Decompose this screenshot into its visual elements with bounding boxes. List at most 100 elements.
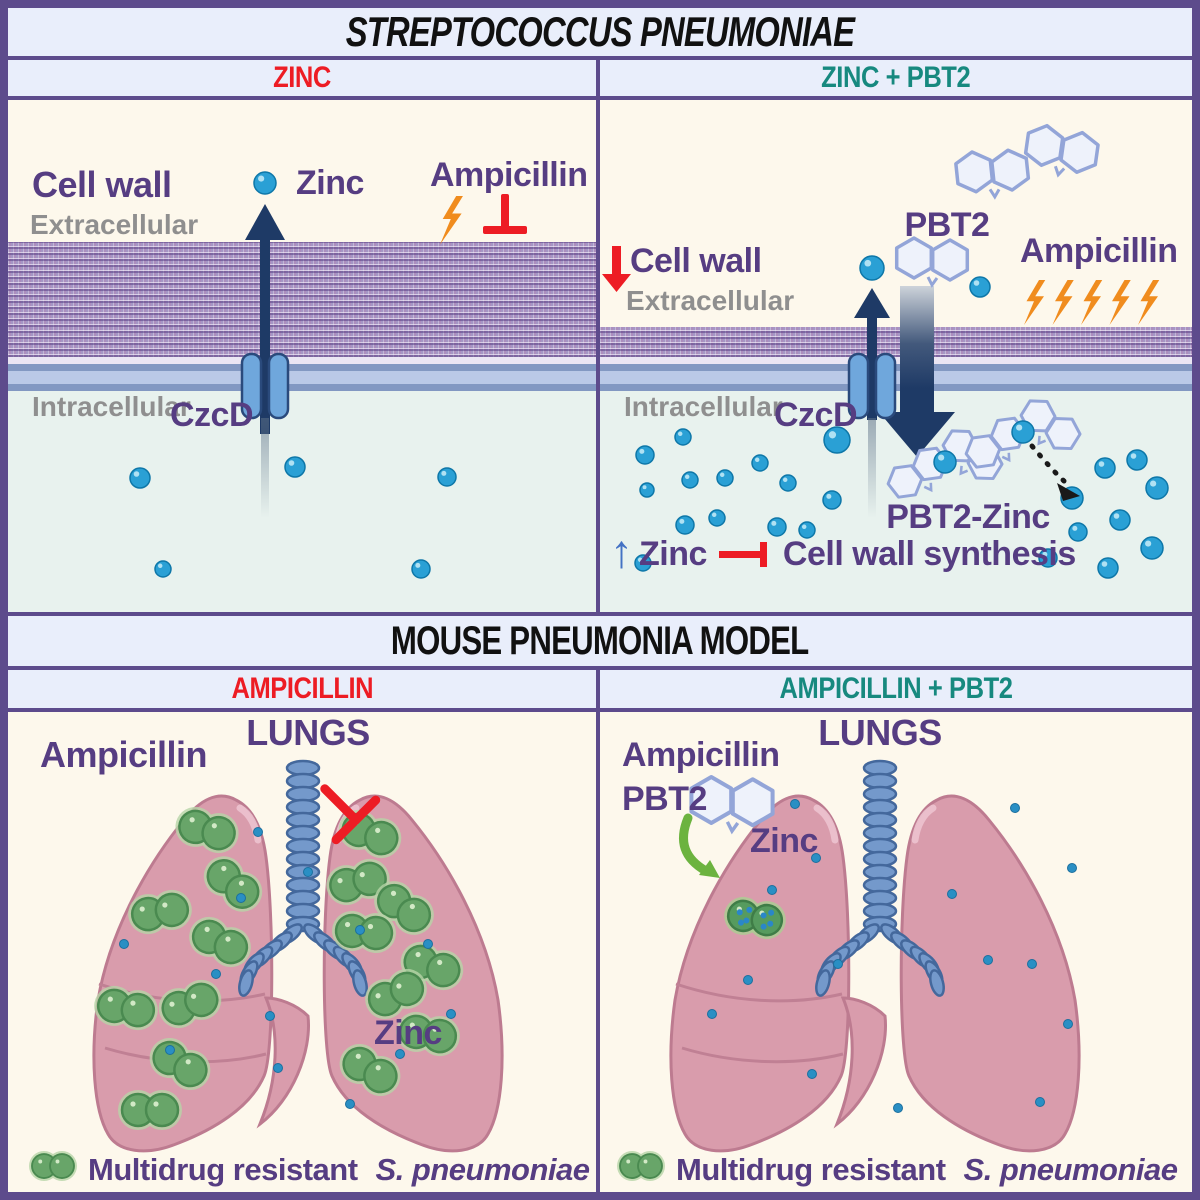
mouse-model-title: MOUSE PNEUMONIA MODEL bbox=[391, 618, 809, 663]
divider bbox=[596, 56, 600, 616]
diplococcus bbox=[128, 889, 192, 935]
inhibition-tee-icon bbox=[718, 541, 767, 567]
ampicillin-label: Ampicillin bbox=[622, 736, 780, 774]
diplococcus bbox=[617, 1151, 665, 1181]
lingula bbox=[256, 996, 311, 1129]
cell-wall-label: Cell wall bbox=[32, 164, 172, 205]
header-zinc-pbt2-label: ZINC + PBT2 bbox=[821, 61, 971, 94]
pbt2-zinc-label: PBT2-Zinc bbox=[886, 498, 1050, 536]
lungs-graphics bbox=[92, 759, 504, 1153]
right-lung bbox=[899, 794, 1081, 1153]
trachea bbox=[815, 759, 945, 997]
cell-wall-label: Cell wall bbox=[630, 242, 762, 280]
zinc-dot bbox=[423, 939, 433, 949]
divider bbox=[8, 96, 1192, 100]
zinc-dot bbox=[265, 1011, 275, 1021]
diplococcus bbox=[94, 985, 158, 1031]
zinc-dot bbox=[790, 799, 800, 809]
left-lung bbox=[92, 794, 274, 1153]
formula-target-label: Cell wall synthesis bbox=[782, 534, 1076, 573]
intracellular-label: Intracellular bbox=[624, 391, 783, 422]
zinc-dot bbox=[743, 975, 753, 985]
diplococcus bbox=[175, 806, 239, 854]
divider bbox=[596, 666, 600, 1192]
zinc-dot bbox=[707, 1009, 717, 1019]
thin-cell-wall-band bbox=[600, 327, 1192, 357]
zinc-dot bbox=[236, 893, 246, 903]
zinc-dot bbox=[303, 867, 313, 877]
lungs-label: LUNGS bbox=[246, 712, 370, 753]
zinc-dot bbox=[1010, 803, 1020, 813]
diplococcus bbox=[374, 881, 434, 935]
zinc-dot bbox=[983, 955, 993, 965]
legend-species: S. pneumoniae bbox=[963, 1152, 1178, 1187]
pbt2-label: PBT2 bbox=[904, 206, 990, 244]
diplococcus bbox=[118, 1090, 182, 1130]
diplococcus bbox=[149, 1038, 211, 1090]
zinc-dot bbox=[1035, 1097, 1045, 1107]
zinc-label: Zinc bbox=[750, 822, 818, 860]
zinc-dot bbox=[807, 1069, 817, 1079]
panel-zinc-pbt2: Cell wall Extracellular PBT2 Ampicillin … bbox=[600, 100, 1192, 612]
cell-wall-band bbox=[8, 242, 596, 357]
zinc-dot bbox=[1063, 1019, 1073, 1029]
header-ampicillin: AMPICILLIN bbox=[8, 670, 596, 708]
zinc-label: Zinc bbox=[374, 1014, 442, 1052]
page-title: STREPTOCOCCUS PNEUMONIAE bbox=[345, 8, 855, 55]
panel-mouse-ampicillin: LUNGS Ampicillin Zinc Multidrug resistan… bbox=[8, 712, 596, 1192]
header-zinc: ZINC bbox=[8, 60, 596, 96]
formula-zinc-label: Zinc bbox=[639, 534, 707, 573]
zinc-dot bbox=[893, 1103, 903, 1113]
header-ampicillin-pbt2: AMPICILLIN + PBT2 bbox=[600, 670, 1192, 708]
lungs-illustration bbox=[669, 759, 1081, 1153]
extracellular-label: Extracellular bbox=[30, 209, 199, 240]
divider bbox=[8, 666, 1192, 670]
diplococcus bbox=[338, 809, 402, 859]
zinc-dot bbox=[253, 827, 263, 837]
divider bbox=[8, 612, 1192, 616]
zinc-dot bbox=[767, 885, 777, 895]
diplococcus bbox=[29, 1151, 77, 1181]
lungs-illustration bbox=[92, 759, 504, 1153]
czcd-label: CzcD bbox=[774, 396, 858, 434]
legend-species: S. pneumoniae bbox=[375, 1152, 590, 1187]
pbt2-label: PBT2 bbox=[622, 780, 707, 818]
ampicillin-label: Ampicillin bbox=[40, 734, 208, 775]
header-ampicillin-pbt2-label: AMPICILLIN + PBT2 bbox=[779, 672, 1013, 705]
czcd-label: CzcD bbox=[170, 396, 254, 434]
mouse-model-bar: MOUSE PNEUMONIA MODEL bbox=[8, 616, 1192, 666]
trachea bbox=[238, 759, 368, 997]
legend-text: Multidrug resistant bbox=[676, 1152, 946, 1187]
diplococcus bbox=[203, 856, 263, 912]
extracellular-label: Extracellular bbox=[626, 285, 795, 316]
diplococcus-icon bbox=[28, 1148, 78, 1192]
legend: Multidrug resistant S. pneumoniae bbox=[28, 1148, 590, 1192]
diplococcus bbox=[400, 941, 464, 991]
zinc-inhibits-cellwall-formula: ↑ Zinc Cell wall synthesis bbox=[610, 525, 1076, 577]
panel-zinc: Cell wall Extracellular Zinc Ampicillin … bbox=[8, 100, 596, 612]
zinc-dot bbox=[345, 1099, 355, 1109]
panel-mouse-ampicillin-pbt2: LUNGS Ampicillin PBT2 Zinc Multidrug res… bbox=[600, 712, 1192, 1192]
lingula bbox=[833, 996, 888, 1129]
divider bbox=[8, 56, 1192, 60]
diplococcus bbox=[326, 858, 390, 906]
divider bbox=[8, 708, 1192, 712]
legend: Multidrug resistant S. pneumoniae bbox=[616, 1148, 1178, 1192]
zinc-dot bbox=[1027, 959, 1037, 969]
diplococcus bbox=[724, 896, 786, 940]
zinc-dot bbox=[119, 939, 129, 949]
right-lung bbox=[322, 794, 504, 1153]
header-ampicillin-label: AMPICILLIN bbox=[231, 672, 373, 705]
zinc-dot bbox=[211, 969, 221, 979]
zinc-dot bbox=[273, 1063, 283, 1073]
diplococcus bbox=[189, 916, 251, 968]
membrane bbox=[8, 364, 596, 371]
diplococcus bbox=[332, 910, 396, 954]
lungs-label: LUNGS bbox=[818, 712, 942, 753]
up-arrow-icon: ↑ bbox=[610, 525, 633, 577]
diplococcus-icon bbox=[616, 1148, 666, 1192]
ampicillin-label: Ampicillin bbox=[1020, 232, 1178, 270]
intracellular-label: Intracellular bbox=[32, 391, 191, 422]
zinc-dot bbox=[165, 1045, 175, 1055]
